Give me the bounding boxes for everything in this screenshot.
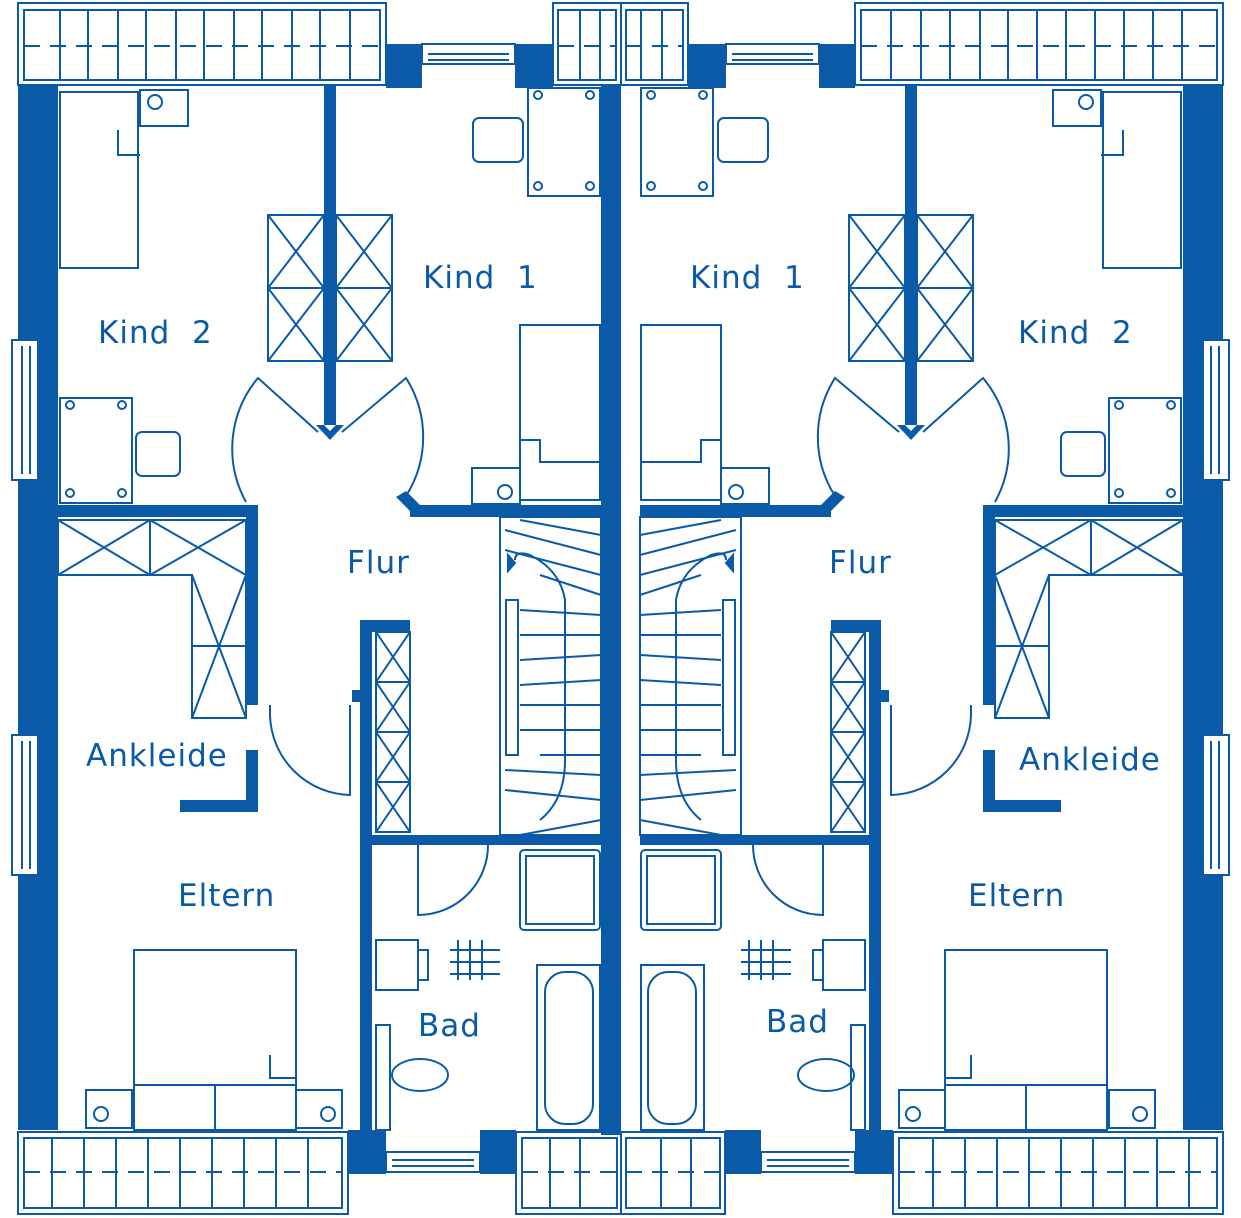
- roof-dormer: [552, 2, 622, 86]
- room-labels: Kind 1 Kind 2 Flur Ankleide Eltern Bad: [690, 260, 1161, 1040]
- exterior-wall: [480, 1130, 516, 1174]
- roof-eave: [892, 1131, 1224, 1215]
- bathroom-fixtures: [640, 849, 866, 1131]
- roof-eave: [515, 1131, 622, 1215]
- staircase: [499, 516, 602, 836]
- room-label-kind2-left: Kind 2: [98, 315, 213, 351]
- room-label-bad-left: Bad: [418, 1008, 481, 1044]
- bathroom-fixtures: [375, 849, 601, 1131]
- window: [11, 43, 516, 1173]
- room-label-bad-right: Bad: [766, 1004, 829, 1040]
- exterior-wall: [18, 85, 58, 1130]
- roof-eave: [17, 1131, 349, 1215]
- window: [725, 43, 1230, 1173]
- room-label-eltern-left: Eltern: [178, 878, 275, 914]
- roof-dormer: [854, 2, 1224, 86]
- roof-eave: [620, 1131, 726, 1215]
- exterior-wall: [386, 44, 422, 88]
- interior-walls: [58, 85, 621, 1135]
- roof-dormer: [620, 2, 689, 86]
- room-label-ankleide-right: Ankleide: [1019, 742, 1161, 778]
- staircase: [639, 516, 742, 836]
- exterior-wall: [819, 44, 855, 88]
- room-label-flur-left: Flur: [347, 545, 410, 581]
- furniture: [640, 87, 1182, 1131]
- room-label-flur-right: Flur: [829, 545, 892, 581]
- room-label-kind1-right: Kind 1: [690, 260, 805, 296]
- left-house-unit: Kind 2 Kind 1 Flur Ankleide Eltern Bad: [11, 2, 622, 1215]
- room-label-ankleide-left: Ankleide: [86, 738, 228, 774]
- furniture: [59, 87, 601, 1131]
- room-labels: Kind 2 Kind 1 Flur Ankleide Eltern Bad: [86, 260, 538, 1044]
- room-label-kind2-right: Kind 2: [1018, 315, 1133, 351]
- door-swing: [231, 376, 489, 917]
- room-label-kind1-left: Kind 1: [423, 260, 538, 296]
- exterior-wall: [1183, 85, 1223, 1130]
- exterior-wall: [688, 44, 726, 88]
- wardrobe: [57, 214, 411, 833]
- interior-walls: [640, 85, 1183, 1130]
- wardrobe: [830, 214, 1184, 833]
- exterior-wall: [348, 1130, 386, 1174]
- door-swing: [752, 376, 1010, 917]
- exterior-wall: [855, 1130, 893, 1174]
- right-house-unit: Kind 1 Kind 2 Flur Ankleide Eltern Bad: [620, 2, 1230, 1215]
- exterior-wall: [515, 44, 553, 88]
- room-label-eltern-right: Eltern: [968, 878, 1065, 914]
- roof-dormer: [17, 2, 387, 86]
- exterior-wall: [725, 1130, 761, 1174]
